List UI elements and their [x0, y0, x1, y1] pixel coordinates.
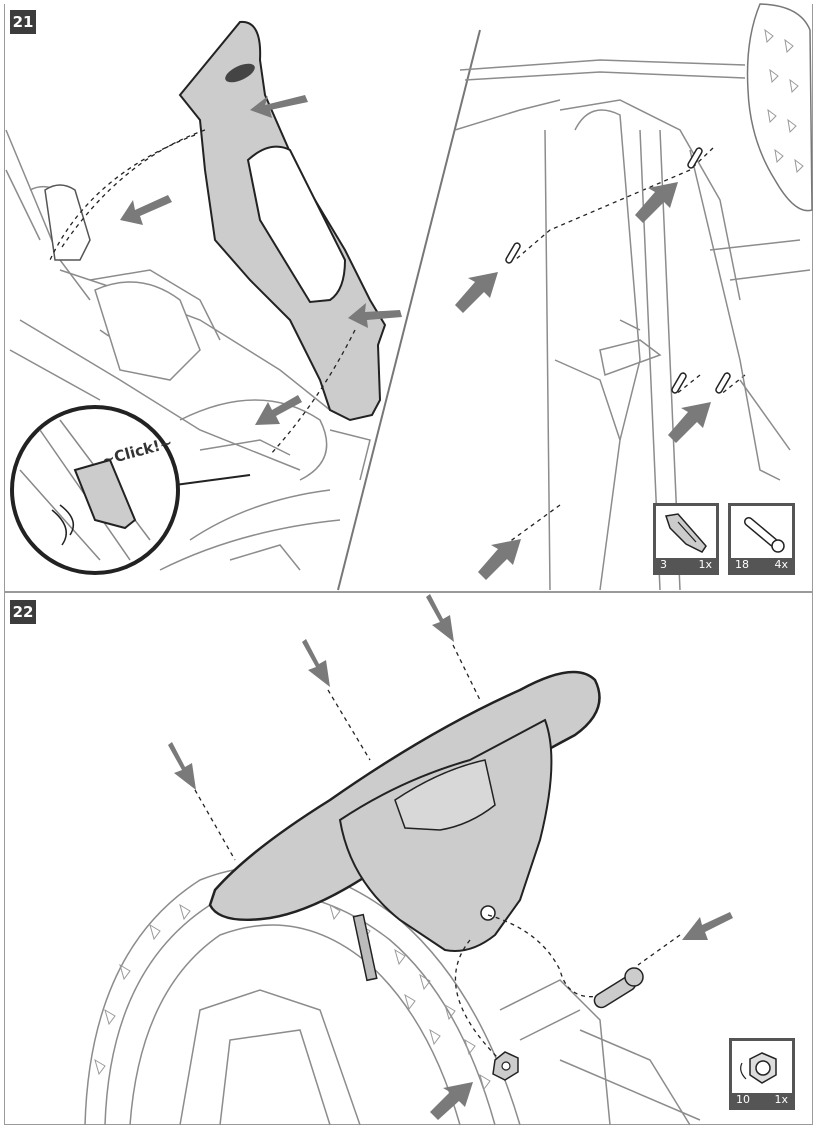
front-tire-right [746, 3, 813, 212]
lock-nut-hole [501, 1061, 511, 1071]
direction-arrow [430, 1082, 473, 1120]
pin-bolt [715, 372, 731, 394]
direction-arrow [478, 539, 521, 580]
direction-arrow [668, 402, 711, 443]
part-quantity: 1x [698, 558, 712, 571]
steering-shaft [352, 913, 378, 982]
direction-arrow [120, 195, 172, 225]
part-box-3: 3 1x [653, 503, 719, 575]
part-quantity: 1x [774, 1093, 788, 1106]
part-quantity: 4x [774, 558, 788, 571]
direction-arrow [302, 639, 330, 687]
callout-leader [174, 474, 251, 486]
kart-frame-left [5, 129, 371, 571]
direction-arrow [426, 594, 454, 642]
arrows-21 [120, 95, 711, 580]
part-number: 10 [736, 1093, 750, 1106]
hub-cover [394, 759, 496, 831]
part-caption: 18 4x [731, 558, 792, 572]
direction-arrow [255, 395, 302, 425]
bolt-head [624, 967, 644, 987]
part-number: 18 [735, 558, 749, 571]
clip-fastener-icon [665, 513, 707, 553]
part-number: 3 [660, 558, 667, 571]
steering-wheel-hub [338, 718, 553, 952]
click-sound-mark [51, 509, 67, 546]
steering-frame [499, 979, 701, 1126]
direction-arrow [682, 912, 733, 940]
tire-tread [764, 28, 804, 174]
fender-piece [44, 184, 91, 261]
direction-arrow [635, 182, 678, 223]
part-caption: 3 1x [656, 558, 716, 572]
pin-bolt [687, 147, 703, 169]
part-box-18: 18 4x [728, 503, 795, 575]
lock-nut-icon [740, 1052, 777, 1084]
callout-clip [73, 458, 137, 530]
step-number-badge: 22 [10, 600, 36, 624]
click-sound-mark [59, 504, 75, 536]
pin-bolt [505, 242, 521, 264]
bolt-hole [480, 905, 496, 921]
direction-arrow [250, 95, 308, 118]
direction-arrow [348, 303, 402, 328]
arrows-22 [168, 594, 733, 1120]
pin-bolt [671, 372, 687, 394]
guide-lines-22 [194, 644, 681, 1061]
part-caption: 10 1x [732, 1093, 792, 1107]
direction-arrow [168, 742, 196, 790]
pins-group [505, 147, 731, 394]
seat-mount [94, 281, 201, 381]
part-box-10: 10 1x [729, 1038, 795, 1110]
panel-divider [337, 29, 481, 591]
direction-arrow [455, 272, 498, 313]
pin-bolt-icon [743, 516, 785, 553]
cover-window [246, 145, 347, 304]
brand-logo [225, 63, 255, 83]
step-number-badge: 21 [10, 10, 36, 34]
